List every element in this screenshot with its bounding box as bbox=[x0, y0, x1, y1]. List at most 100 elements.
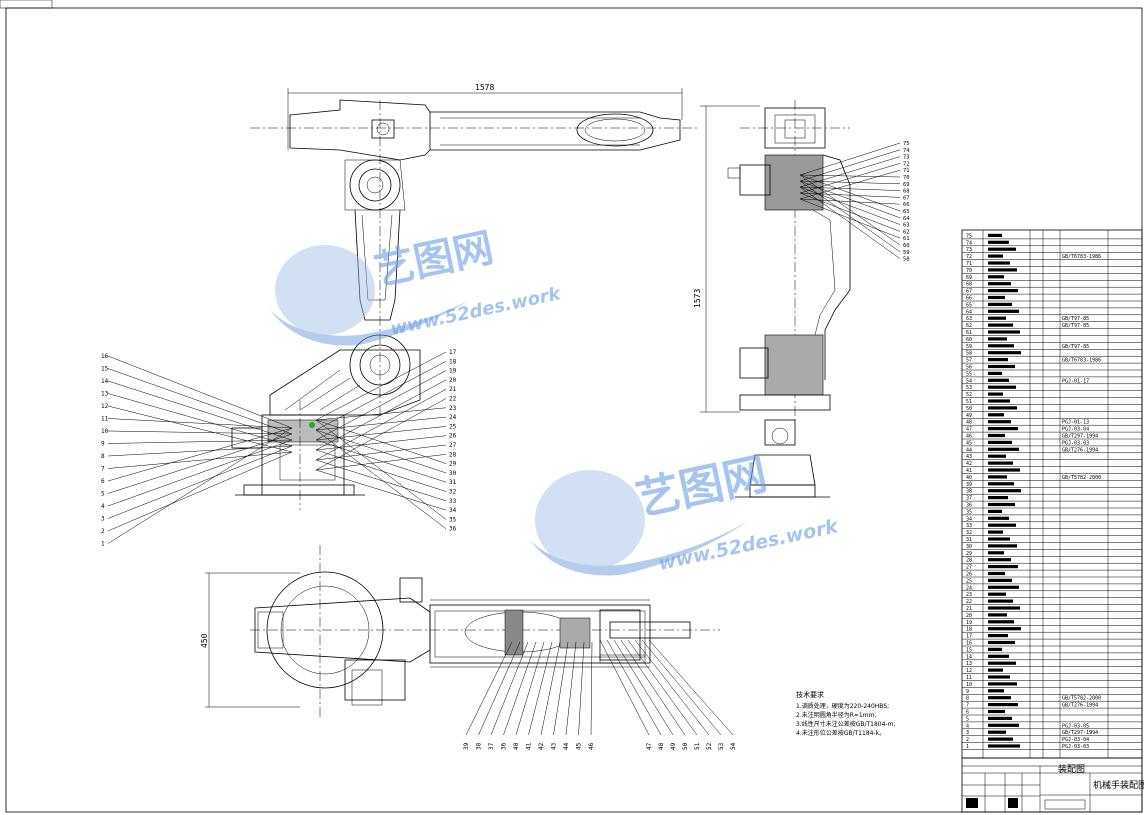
plan-view: 450 bbox=[200, 545, 720, 720]
bom-name-cell bbox=[988, 399, 1010, 403]
callout-number: 59 bbox=[966, 344, 972, 350]
leader-line bbox=[107, 445, 293, 457]
leader-line bbox=[315, 449, 447, 492]
callout-number: 20 bbox=[966, 613, 972, 619]
callout-number: 67 bbox=[966, 289, 972, 295]
callout-number: 63 bbox=[903, 223, 910, 229]
leader-line bbox=[799, 186, 901, 259]
bom-name-cell bbox=[988, 275, 1004, 279]
callout-number: 4 bbox=[101, 503, 105, 510]
callout-number: 1 bbox=[101, 541, 105, 548]
bom-name-cell bbox=[988, 709, 1005, 714]
bom-name-cell bbox=[988, 289, 1018, 293]
bom-name-cell bbox=[988, 716, 1012, 720]
callout-number: 54 bbox=[730, 742, 737, 750]
bom-standard: GB/T297-1994 bbox=[1062, 730, 1098, 736]
callout-number: 18 bbox=[966, 627, 972, 633]
callout-number: 27 bbox=[966, 565, 972, 571]
callout-number: 40 bbox=[966, 475, 972, 481]
leader-line bbox=[107, 439, 293, 507]
leader-line bbox=[315, 398, 447, 471]
leader-line bbox=[107, 405, 293, 453]
bom-name-cell bbox=[988, 565, 1018, 569]
bom-name-cell bbox=[988, 385, 1016, 389]
callout-number: 44 bbox=[563, 742, 570, 750]
callout-number: 7 bbox=[966, 703, 969, 709]
callout-number: 5 bbox=[966, 716, 969, 722]
bom-standard: GB/T5782-2000 bbox=[1062, 696, 1101, 702]
callout-number: 16 bbox=[966, 641, 972, 647]
leader-line bbox=[641, 639, 722, 736]
leader-line bbox=[315, 388, 447, 461]
bom-name-cell bbox=[988, 302, 1012, 306]
bom-name-cell bbox=[988, 723, 1019, 727]
callout-number: 50 bbox=[682, 742, 689, 750]
callout-number: 36 bbox=[966, 503, 972, 509]
leader-line bbox=[799, 149, 901, 182]
bom-name-cell bbox=[988, 516, 1009, 520]
leader-line bbox=[107, 380, 293, 441]
bom-name-cell bbox=[988, 482, 1014, 486]
leader-line bbox=[799, 192, 901, 198]
bom-name-cell bbox=[988, 392, 1003, 396]
leader-line bbox=[540, 641, 561, 736]
callout-number: 25 bbox=[966, 578, 972, 584]
bom-name-cell bbox=[988, 364, 1015, 369]
callout-number: 75 bbox=[966, 233, 972, 239]
callout-number: 21 bbox=[966, 606, 972, 612]
bom-name-cell bbox=[988, 523, 1016, 527]
callout-number: 3 bbox=[966, 730, 969, 736]
callout-number: 41 bbox=[526, 742, 533, 750]
bom-name-cell bbox=[988, 358, 1008, 362]
leader-line bbox=[799, 198, 901, 239]
callout-number: 6 bbox=[101, 478, 105, 485]
leader-line bbox=[315, 439, 447, 483]
callout-number: 72 bbox=[903, 161, 910, 167]
callout-number: 9 bbox=[101, 441, 105, 448]
bom-name-cell bbox=[988, 496, 1008, 500]
bom-name-cell bbox=[988, 240, 1009, 244]
callout-number: 43 bbox=[551, 742, 558, 750]
callout-number: 14 bbox=[966, 654, 972, 660]
bom-name-cell bbox=[988, 468, 1020, 472]
callout-number: 58 bbox=[903, 257, 910, 263]
bom-name-cell bbox=[988, 413, 1004, 417]
leader-line bbox=[799, 169, 901, 200]
bom-standard: PGJ-01-13 bbox=[1062, 420, 1089, 426]
leader-line bbox=[799, 180, 901, 185]
callout-number: 11 bbox=[966, 675, 972, 681]
leader-line bbox=[107, 355, 293, 429]
callout-number: 42 bbox=[538, 742, 545, 750]
leader-line bbox=[553, 641, 569, 736]
callout-number: 19 bbox=[449, 368, 457, 375]
front-view: 1578 bbox=[231, 83, 700, 510]
bom-name-cell bbox=[988, 309, 1019, 313]
bom-standard: GB/T97-85 bbox=[1062, 323, 1089, 329]
callout-number: 69 bbox=[903, 182, 910, 188]
callout-number: 30 bbox=[449, 470, 457, 477]
callout-number: 10 bbox=[966, 682, 972, 688]
bom-name-cell bbox=[988, 647, 1002, 651]
callout-number: 5 bbox=[101, 491, 105, 498]
callout-number: 49 bbox=[966, 413, 972, 419]
callout-number: 53 bbox=[718, 742, 725, 750]
callout-number: 60 bbox=[903, 243, 910, 249]
dim-width-top: 1578 bbox=[475, 83, 494, 92]
callout-number: 35 bbox=[449, 516, 457, 523]
title-block: 装配图 机械手装配图 bbox=[961, 757, 1144, 813]
callout-number: 26 bbox=[449, 433, 457, 440]
dim-height-side: 1573 bbox=[693, 289, 702, 308]
leader-line bbox=[613, 639, 674, 736]
leader-line bbox=[107, 451, 293, 532]
tech-item: 1.调质处理，硬度为220-240HBS; bbox=[796, 702, 889, 710]
bom-standard: GB/T5782-2000 bbox=[1062, 475, 1101, 481]
callout-number: 39 bbox=[966, 482, 972, 488]
bom-name-cell bbox=[988, 744, 1020, 748]
bom-name-cell bbox=[988, 606, 1020, 610]
callout-number: 23 bbox=[449, 405, 457, 412]
callout-number: 57 bbox=[966, 358, 972, 364]
callout-number: 16 bbox=[101, 353, 109, 360]
bom-name-cell bbox=[988, 247, 1016, 251]
callout-number: 71 bbox=[966, 261, 972, 267]
watermark-upper bbox=[270, 245, 470, 346]
